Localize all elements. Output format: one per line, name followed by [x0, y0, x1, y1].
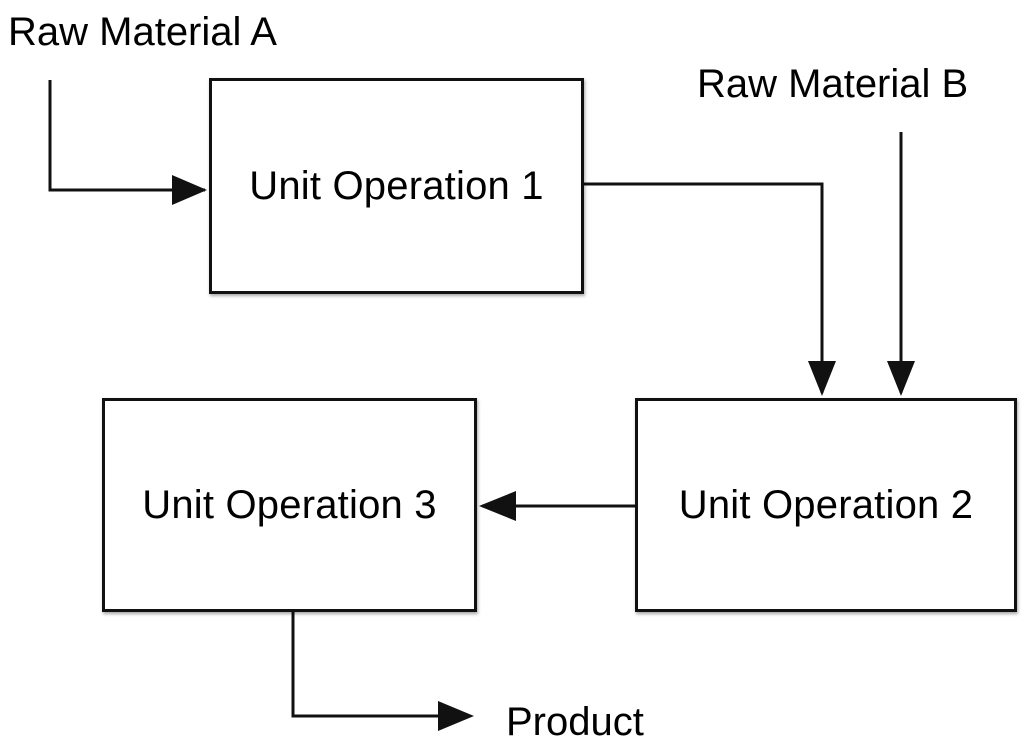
arrowhead-unit-1-to-unit-2	[808, 361, 836, 396]
unit-operation-1-box: Unit Operation 1	[209, 78, 584, 294]
raw-material-a-label: Raw Material A	[8, 10, 277, 54]
unit-operation-3-box: Unit Operation 3	[102, 398, 477, 612]
raw-material-b-label: Raw Material B	[697, 62, 969, 106]
arrowhead-into-unit-3	[479, 491, 516, 521]
unit-operation-3-label: Unit Operation 3	[142, 482, 437, 527]
flow-arrow-unit-1-to-unit-2	[584, 182, 824, 393]
product-label: Product	[506, 700, 644, 744]
unit-operation-2-box: Unit Operation 2	[635, 398, 1017, 612]
flow-arrow-raw-a-to-unit-1	[48, 80, 205, 192]
flow-arrow-unit-3-to-product	[291, 612, 470, 718]
arrowhead-into-product	[438, 701, 474, 731]
arrowhead-into-unit-1	[172, 175, 207, 205]
arrowhead-raw-b-to-unit-2	[887, 361, 915, 396]
unit-operation-1-label: Unit Operation 1	[249, 163, 544, 208]
unit-operation-2-label: Unit Operation 2	[678, 482, 974, 527]
